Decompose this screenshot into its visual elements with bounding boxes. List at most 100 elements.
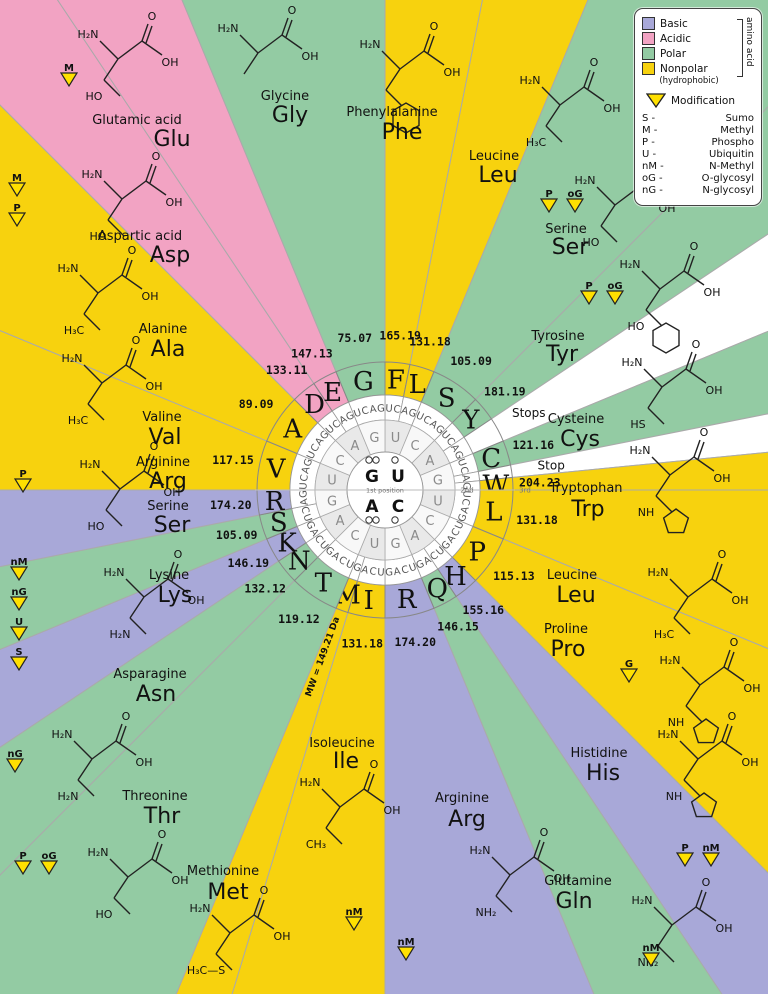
- modification-S: S: [9, 647, 29, 672]
- third-pos-letter: A: [300, 466, 312, 475]
- bond: [167, 561, 175, 580]
- bond: [645, 288, 661, 311]
- amino-letter-I: I: [364, 586, 374, 616]
- first-pos-letter-G: G: [365, 467, 379, 487]
- modification-triangle-icon: [579, 290, 599, 306]
- side-chain-label: H₃C: [68, 414, 89, 427]
- oxygen-label: O: [122, 710, 131, 723]
- legend-class-label: Polar: [660, 47, 687, 60]
- acidic-color-swatch: [642, 32, 655, 45]
- legend-code: U -: [642, 149, 657, 160]
- modification-nM: nM: [701, 843, 721, 868]
- bond: [651, 456, 671, 476]
- modification-code: nM: [397, 937, 414, 948]
- bond: [657, 945, 675, 963]
- bond: [87, 382, 103, 405]
- amino-abbr: Gln: [555, 889, 592, 914]
- bond: [243, 52, 259, 75]
- legend-code-row: oG -O-glycosyl: [642, 173, 754, 184]
- modification-triangle-icon: [9, 566, 29, 582]
- side-chain-label: NH: [666, 790, 683, 803]
- oxygen-label: O: [174, 548, 183, 561]
- bond: [695, 889, 703, 908]
- oxygen-label: O: [260, 884, 269, 897]
- second-pos-letter: C: [425, 514, 434, 529]
- bond: [711, 578, 733, 594]
- second-pos-letter: G: [327, 495, 337, 510]
- modification-triangle-icon: [59, 72, 79, 88]
- legend-code: S -: [642, 113, 656, 124]
- bond: [643, 368, 663, 388]
- bond: [381, 50, 401, 70]
- amino-name: Serine: [147, 499, 188, 514]
- amino-abbr: Ser: [154, 513, 192, 538]
- bond: [253, 914, 275, 930]
- bond: [655, 474, 671, 497]
- mw-E: 147.13: [291, 346, 333, 360]
- bond: [587, 71, 595, 90]
- bond: [103, 180, 123, 200]
- mw-V: 117.15: [212, 453, 254, 467]
- bond: [533, 856, 555, 872]
- legend-code-row: U -Ubiquitin: [642, 149, 754, 160]
- legend-modification-label: Modification: [671, 94, 735, 107]
- bond: [113, 876, 129, 899]
- hydroxyl-label: OH: [274, 930, 291, 943]
- bond: [257, 34, 283, 54]
- hydroxyl-label: OH: [716, 922, 733, 935]
- amino-name: Phenylalanine: [346, 105, 437, 120]
- bond: [545, 125, 563, 143]
- amino-abbr: Glu: [153, 127, 190, 152]
- modification-triangle-icon: [9, 596, 29, 612]
- legend-code: nG -: [642, 185, 663, 196]
- amino-letter-S: S: [438, 384, 456, 414]
- third-pos-letter: A: [360, 564, 369, 576]
- bond: [723, 666, 745, 682]
- modification-code: oG: [607, 281, 622, 292]
- bond: [115, 723, 123, 742]
- modification-triangle-icon: [641, 952, 661, 968]
- amino-name: Cysteine: [548, 412, 605, 427]
- amino-name: Tyrosine: [530, 329, 584, 344]
- bond: [695, 906, 717, 922]
- base-ring-glyph: [372, 516, 380, 524]
- bond: [105, 509, 123, 527]
- oxygen-label: O: [430, 20, 439, 33]
- bond: [723, 649, 731, 668]
- side-chain-label: H₃C: [526, 136, 547, 149]
- modification-oG: oG: [39, 851, 59, 876]
- bond: [117, 40, 143, 60]
- bond: [325, 806, 341, 829]
- oxygen-label: O: [730, 636, 739, 649]
- oxygen-label: O: [590, 56, 599, 69]
- amino-abbr: Asp: [150, 243, 190, 268]
- bond: [215, 932, 231, 955]
- third-pos-letter: G: [345, 410, 357, 423]
- mw-N: 132.12: [244, 581, 286, 595]
- side-chain-label: HS: [630, 418, 645, 431]
- modification-triangle-icon: [396, 946, 416, 962]
- modification-code: P: [545, 189, 552, 200]
- bond: [687, 255, 695, 274]
- oxygen-label: O: [288, 4, 297, 17]
- bond: [103, 79, 121, 97]
- amine-label: H₂N: [520, 74, 541, 87]
- amino-name: Tryptophan: [548, 481, 622, 496]
- oxygen-label: O: [152, 150, 161, 163]
- legend-code-row: P -Phospho: [642, 137, 754, 148]
- modification-triangle-icon: [7, 212, 27, 228]
- modification-triangle-icon: [9, 656, 29, 672]
